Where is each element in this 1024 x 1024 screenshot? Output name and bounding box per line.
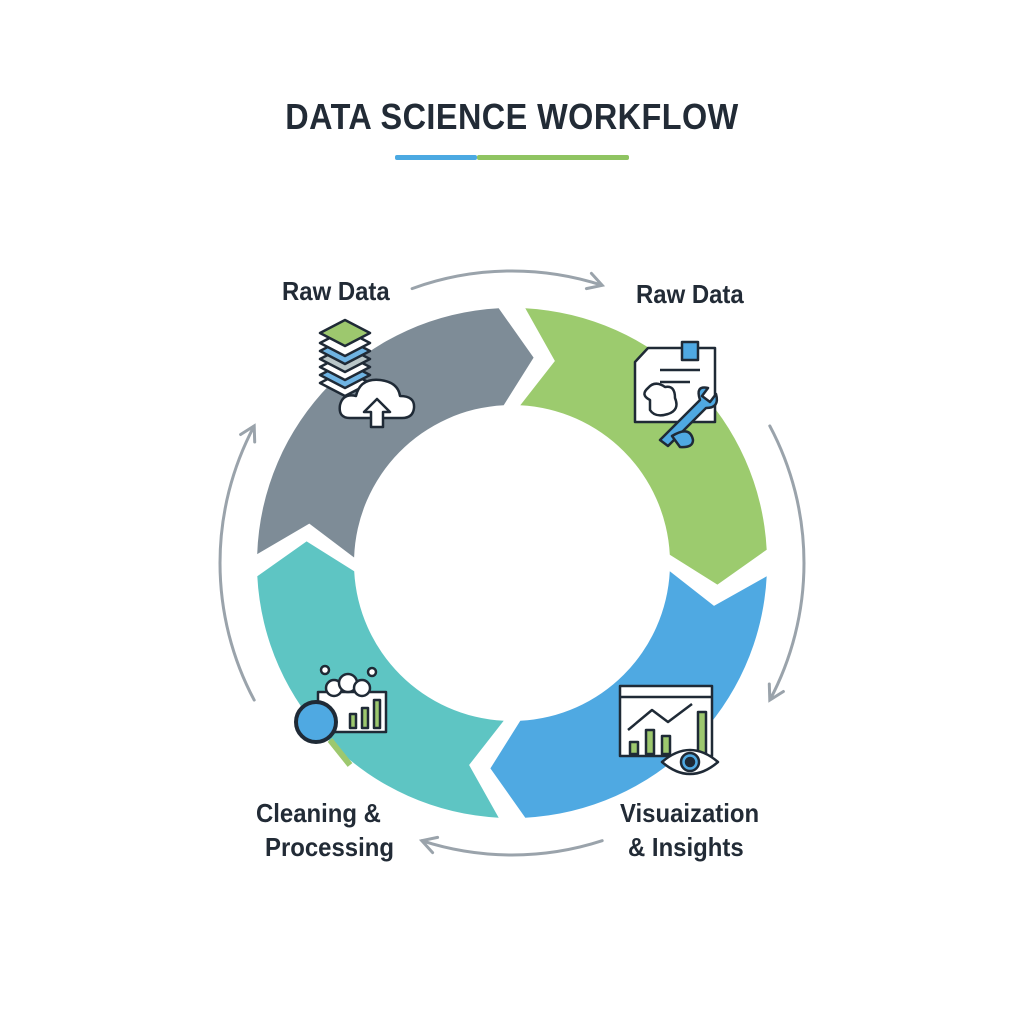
segment-preparation bbox=[520, 308, 767, 585]
stage-4-label-line1: Cleaning & bbox=[256, 798, 381, 828]
title-underline-green bbox=[477, 155, 629, 160]
database-cloud-upload-icon bbox=[318, 318, 416, 429]
title-underline-blue bbox=[395, 155, 477, 160]
chart-eye-icon bbox=[618, 684, 720, 776]
arrow-right-icon bbox=[767, 424, 806, 703]
arrow-top-icon bbox=[410, 269, 606, 291]
page-title: DATA SCIENCE WORKFLOW bbox=[285, 96, 739, 137]
stage-3-label-line2: & Insights bbox=[628, 832, 744, 862]
arrow-bottom-icon bbox=[418, 835, 604, 857]
stage-4-label-line2: Processing bbox=[265, 832, 394, 862]
magnifier-chart-icon bbox=[294, 664, 388, 767]
arrow-left-icon bbox=[218, 423, 257, 702]
segment-cleaning bbox=[257, 541, 504, 818]
segment-raw-data bbox=[257, 308, 534, 558]
stage-3-label-line1: Visuaization bbox=[620, 798, 760, 828]
stage-1-label: Raw Data bbox=[282, 276, 390, 306]
stage-2-label: Raw Data bbox=[636, 279, 744, 309]
document-brain-wrench-icon bbox=[633, 340, 719, 449]
